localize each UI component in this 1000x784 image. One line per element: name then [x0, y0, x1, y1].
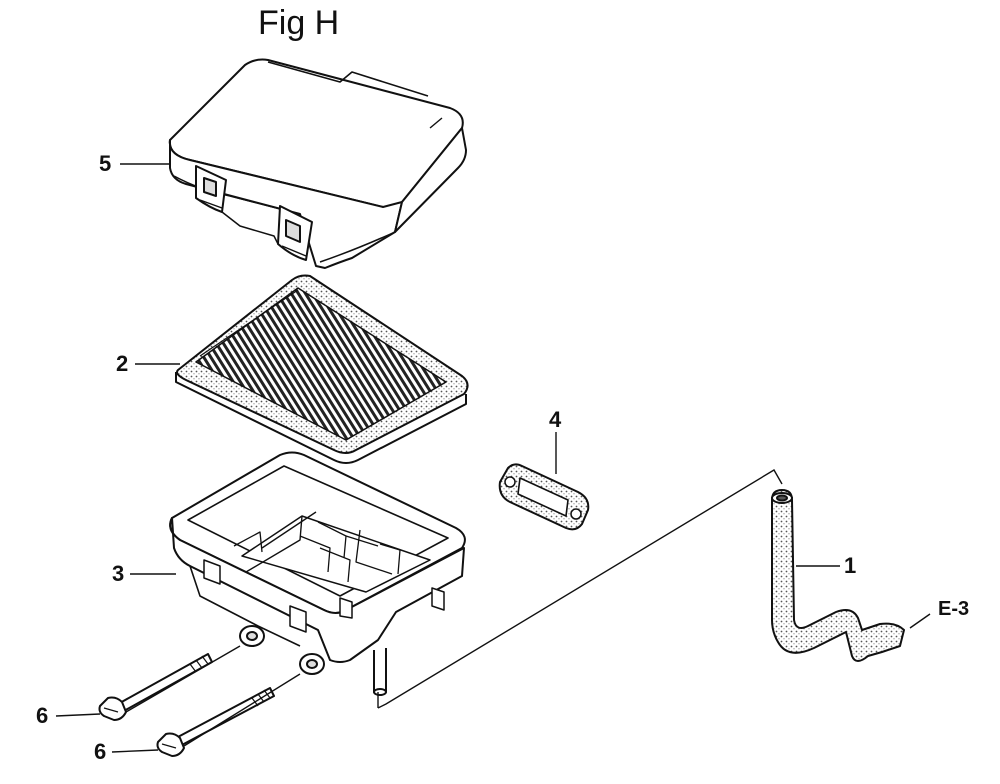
- air-cleaner-cover: [168, 58, 467, 269]
- callout-hose: 1: [844, 553, 857, 578]
- callout-air-cleaner-cover: 5: [99, 151, 112, 176]
- gasket: [498, 463, 590, 531]
- callout-bolt-lower: 6: [94, 739, 107, 764]
- callout-bolt-upper: 6: [36, 703, 49, 728]
- reference-label: E-3: [938, 598, 970, 620]
- callout-gasket: 4: [549, 407, 562, 432]
- callout-filter-element: 2: [116, 351, 129, 376]
- bolt-upper: [98, 653, 213, 721]
- breather-hose: [771, 489, 905, 662]
- filter-element: [175, 274, 469, 464]
- bolt-lower: [156, 687, 275, 757]
- figure-title: Fig H: [258, 4, 340, 42]
- leader-lines: [55, 163, 931, 753]
- air-cleaner-case: [169, 451, 466, 696]
- callout-air-cleaner-case: 3: [112, 561, 125, 586]
